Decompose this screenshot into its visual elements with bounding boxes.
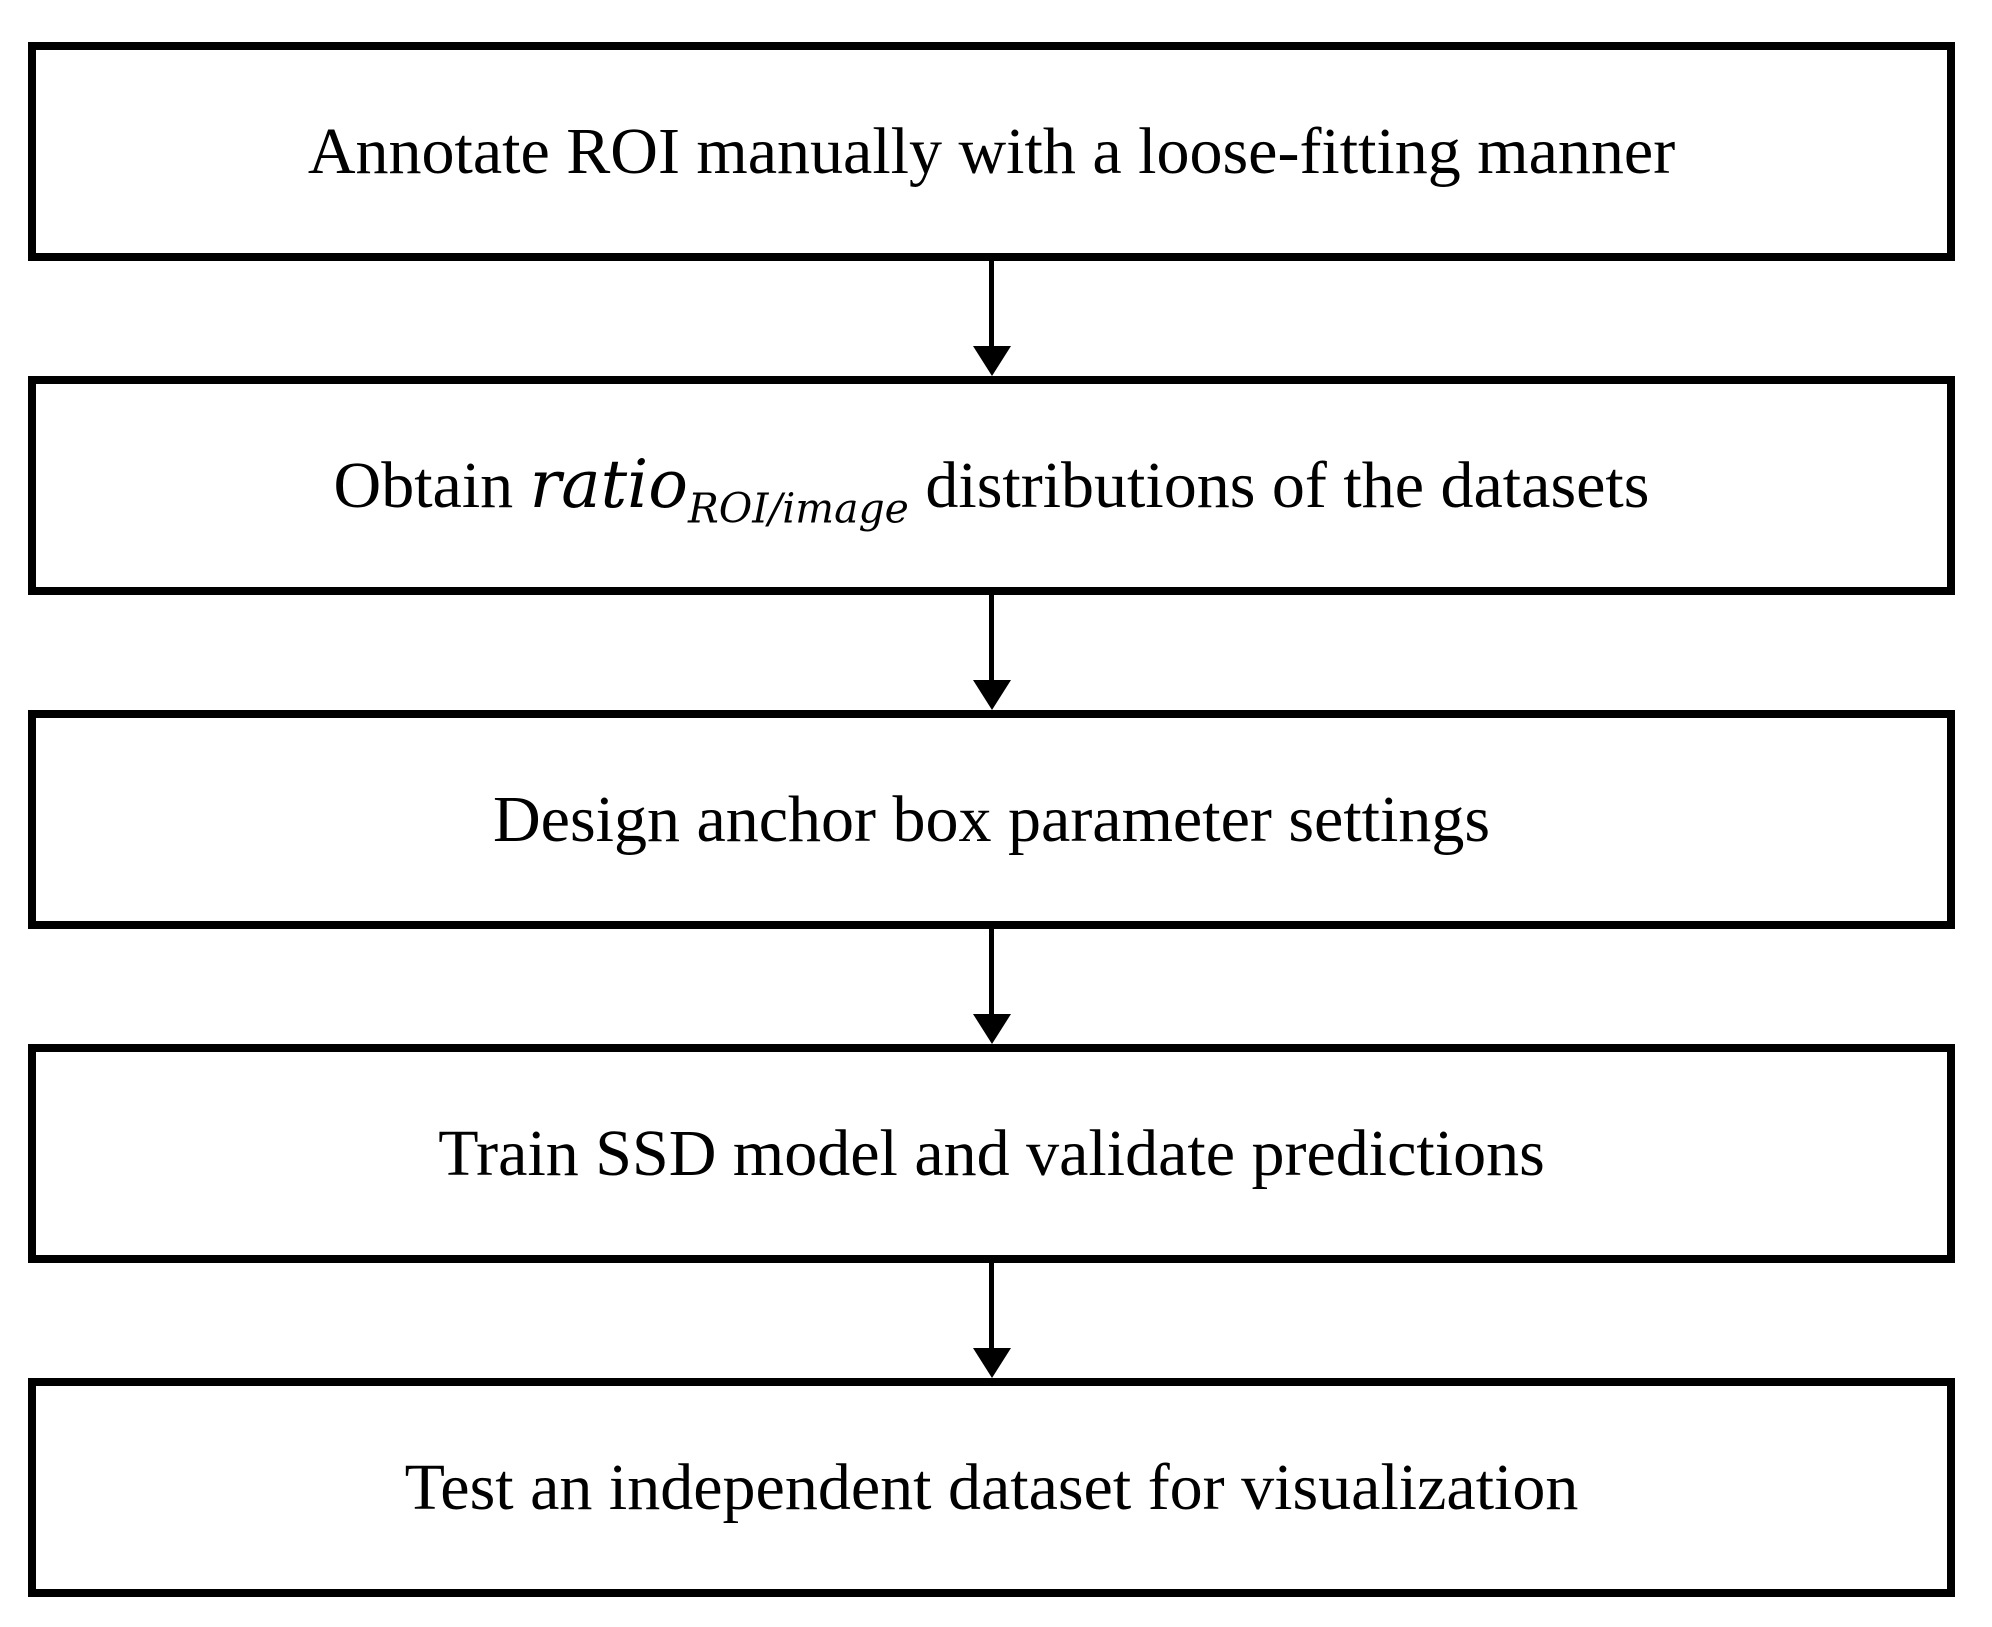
flow-step-design-anchor: Design anchor box parameter settings: [28, 710, 1955, 929]
ratio-formula: ratioROI/image: [529, 446, 909, 530]
label-suffix: distributions of the datasets: [908, 449, 1650, 522]
formula-subscript: ROI/image: [687, 484, 909, 533]
label-prefix: Obtain: [333, 449, 530, 522]
arrow-line: [989, 929, 994, 1014]
arrow-head: [972, 680, 1011, 710]
arrow-line: [989, 595, 994, 680]
formula-base: ratio: [529, 446, 688, 523]
arrow-line: [989, 261, 994, 346]
flow-step-label: Obtain ratioROI/image distributions of t…: [333, 449, 1650, 530]
arrow-head: [972, 346, 1011, 376]
flow-step-obtain-ratio: Obtain ratioROI/image distributions of t…: [28, 376, 1955, 595]
flow-step-label: Design anchor box parameter settings: [492, 782, 1491, 856]
flow-step-label: Annotate ROI manually with a loose-fitti…: [307, 114, 1676, 188]
flow-step-train-ssd: Train SSD model and validate predictions: [28, 1044, 1955, 1263]
flow-step-annotate-roi: Annotate ROI manually with a loose-fitti…: [28, 42, 1955, 261]
arrow-down-icon: [28, 261, 1955, 376]
arrow-head: [972, 1348, 1011, 1378]
arrow-line: [989, 1263, 994, 1348]
arrow-down-icon: [28, 595, 1955, 710]
arrow-down-icon: [28, 1263, 1955, 1378]
flow-step-label: Test an independent dataset for visualiz…: [404, 1450, 1579, 1524]
arrow-down-icon: [28, 929, 1955, 1044]
arrow-head: [972, 1014, 1011, 1044]
flow-step-test-dataset: Test an independent dataset for visualiz…: [28, 1378, 1955, 1597]
flow-step-label: Train SSD model and validate predictions: [438, 1116, 1545, 1190]
